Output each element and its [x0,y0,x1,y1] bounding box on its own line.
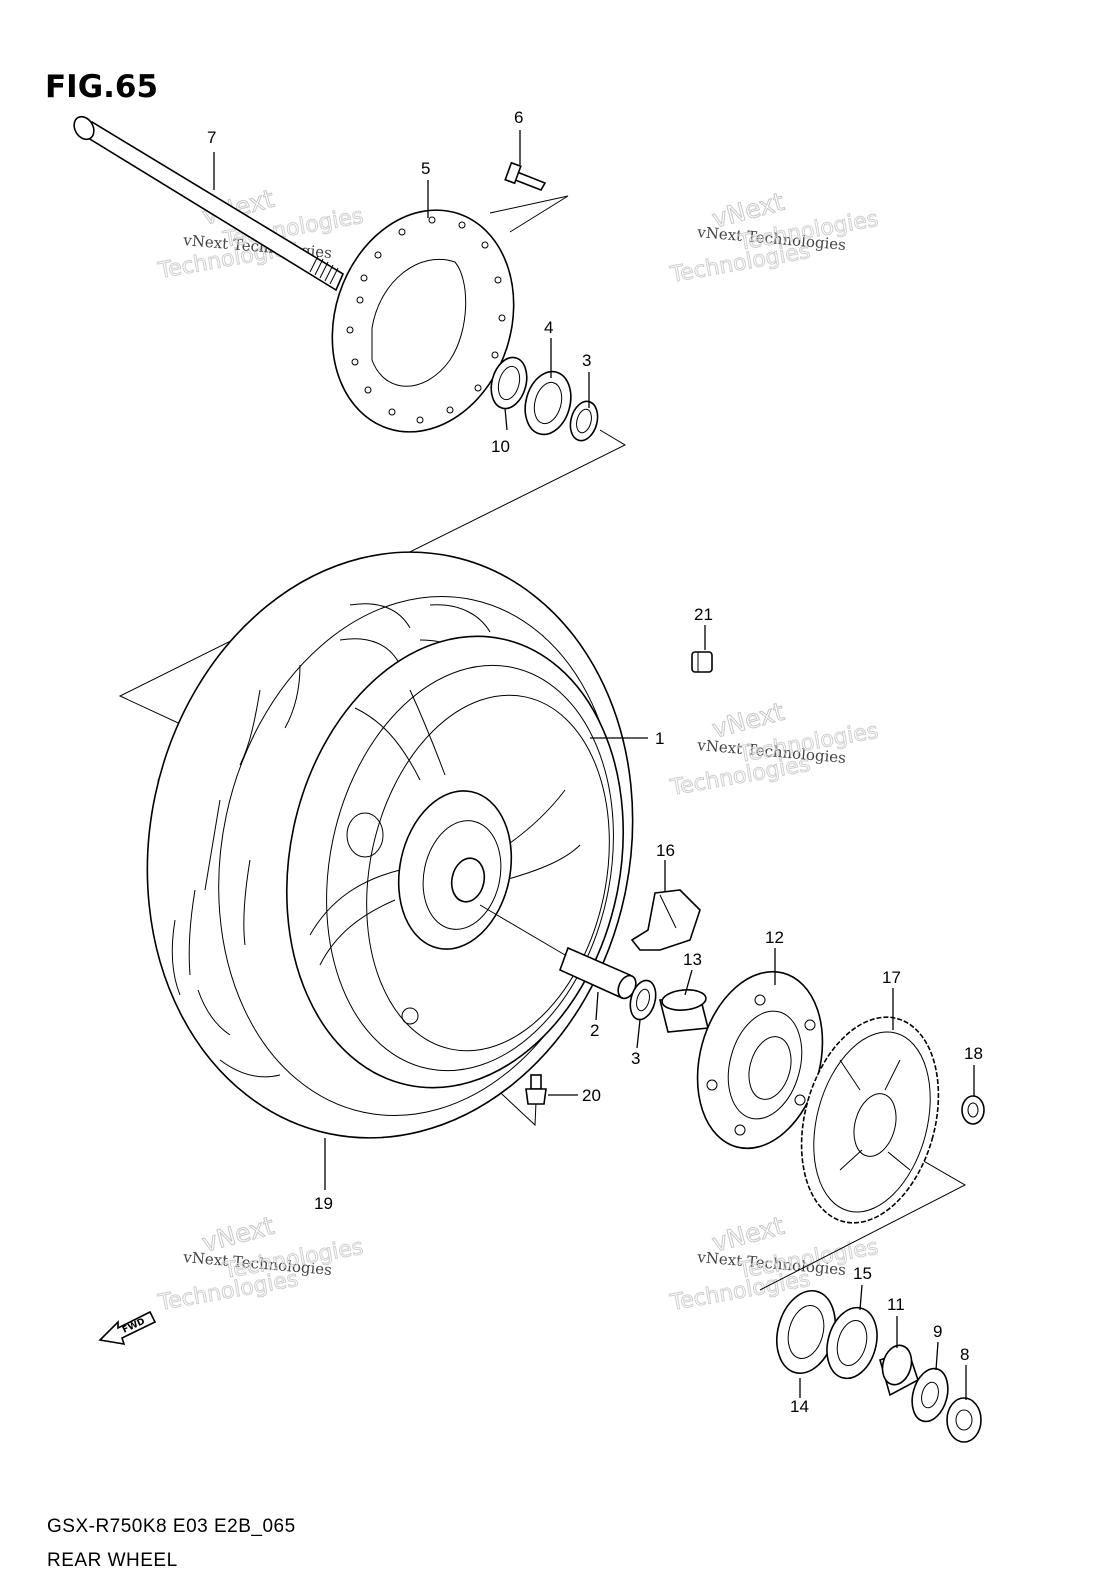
callout-11: 11 [887,1295,905,1314]
callout-19: 19 [314,1194,333,1213]
nut-18-part [961,1095,985,1125]
callout-10: 10 [491,437,510,456]
callout-2: 2 [590,1021,599,1040]
callout-1: 1 [655,729,664,748]
callout-labels: 7 6 5 4 3 10 21 1 16 12 13 17 18 2 3 20 … [207,108,983,1416]
figure-title: FIG.65 [45,69,158,105]
watermark-bottom-right: vNext Technologies vNext Technologies Te… [667,1210,881,1316]
bottom-spacer-11-part [879,1344,919,1397]
watermark-mid-right: vNext Technologies vNext Technologies Te… [667,696,881,801]
callout-18: 18 [964,1044,983,1063]
callout-12: 12 [765,928,784,947]
model-code-caption: GSX-R750K8 E03 E2B_065 [47,1516,296,1537]
watermark-top-right: vNext Technologies vNext Technologies Te… [667,186,881,288]
callout-13: 13 [683,950,702,969]
rear-rim-part [285,635,625,1089]
rear-sprocket-17-part [800,1016,940,1224]
callout-7: 7 [207,128,216,147]
callout-4: 4 [544,318,553,337]
top-seal-10-part [490,356,528,410]
callout-3-mid: 3 [631,1049,640,1068]
mid-bearing-3-part [629,979,657,1021]
callout-15: 15 [853,1264,872,1283]
valve-stem-20-part [525,1074,547,1105]
brake-disc-part [331,209,515,433]
bottom-washer-9-part [911,1367,949,1423]
callout-16: 16 [656,841,675,860]
callout-9: 9 [933,1322,942,1341]
callout-20: 20 [582,1086,601,1105]
callout-14: 14 [790,1397,809,1416]
forward-arrow-icon: FWD [98,1310,157,1346]
top-bearing-3-part [569,400,599,442]
bracket-16-part [630,889,701,951]
valve-cap-21-part [691,651,713,673]
watermark-bottom-left: vNext Technologies vNext Technologies Te… [155,1210,366,1316]
callout-17: 17 [882,968,901,987]
callout-5: 5 [421,159,430,178]
callout-8: 8 [960,1345,969,1364]
collar-13-part [658,989,710,1033]
callout-21: 21 [694,605,713,624]
bottom-bearing-14-part [776,1289,836,1375]
axle-part [73,115,345,292]
bottom-seal-15-part [826,1306,878,1380]
diagram-name-caption: REAR WHEEL [47,1550,178,1571]
callout-leaders [213,130,975,1400]
bottom-nut-8-part [946,1397,982,1443]
callout-3-top: 3 [582,351,591,370]
disc-bolt-part [504,161,547,191]
top-seal-4-part [524,370,572,436]
callout-6: 6 [514,108,523,127]
